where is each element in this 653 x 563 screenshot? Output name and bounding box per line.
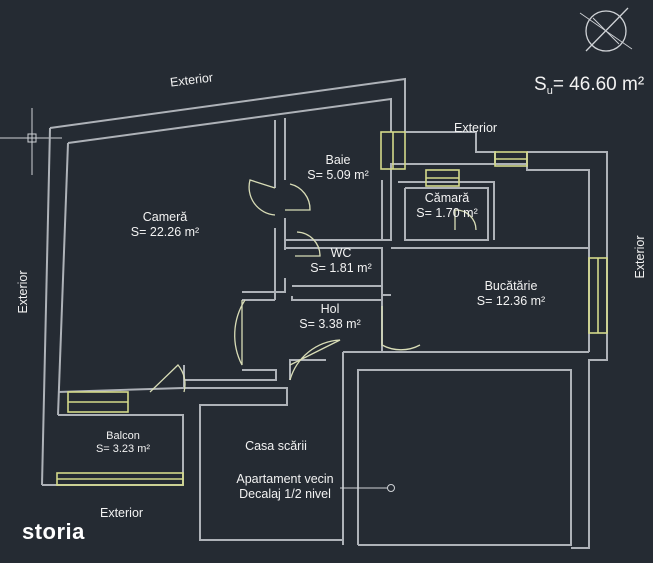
room-label-wc: WC S= 1.81 m²	[291, 246, 391, 276]
room-label-hol: Hol S= 3.38 m²	[280, 302, 380, 332]
exterior-label-bottom: Exterior	[100, 506, 144, 520]
brand-logo: storia	[22, 519, 85, 544]
room-name: Bucătărie	[484, 279, 538, 293]
room-area: S= 5.09 m²	[307, 168, 369, 182]
room-name: WC	[330, 246, 352, 260]
room-name: Cameră	[142, 210, 188, 224]
room-name: Baie	[325, 153, 351, 167]
room-area: S= 12.36 m²	[476, 294, 546, 308]
room-area: S= 1.70 m²	[416, 206, 478, 220]
stairs-label: Casa scării	[245, 439, 307, 453]
room-area: S= 22.26 m²	[130, 225, 200, 239]
room-label-camera: Cameră S= 22.26 m²	[110, 210, 220, 240]
doors	[149, 179, 477, 393]
compass-icon	[579, 7, 633, 52]
neighbor-leader	[340, 484, 395, 492]
neighbor-note: Apartament vecin Decalaj 1/2 nivel	[222, 472, 348, 502]
exterior-label-right: Exterior	[633, 235, 647, 279]
room-area: S= 3.23 m²	[95, 443, 151, 455]
room-label-bucatarie: Bucătărie S= 12.36 m²	[456, 279, 566, 309]
room-name: Cămară	[424, 191, 470, 205]
exterior-label-left: Exterior	[16, 270, 30, 314]
neighbor-note-line2: Decalaj 1/2 nivel	[239, 487, 331, 501]
exterior-label-top-right: Exterior	[454, 121, 498, 135]
room-area: S= 3.38 m²	[299, 317, 361, 331]
neighbor-note-line1: Apartament vecin	[236, 472, 334, 486]
room-label-camara: Cămară S= 1.70 m²	[404, 191, 490, 221]
crosshair-icon	[0, 108, 62, 175]
room-label-baie: Baie S= 5.09 m²	[288, 153, 388, 183]
room-area: S= 1.81 m²	[310, 261, 372, 275]
room-name: Hol	[320, 302, 340, 316]
room-name: Balcon	[106, 430, 140, 442]
inner-walls	[57, 118, 589, 541]
room-label-balcon: Balcon S= 3.23 m²	[78, 430, 168, 456]
total-area: Su= 46.60 m²	[534, 74, 645, 97]
windows	[56, 131, 608, 486]
